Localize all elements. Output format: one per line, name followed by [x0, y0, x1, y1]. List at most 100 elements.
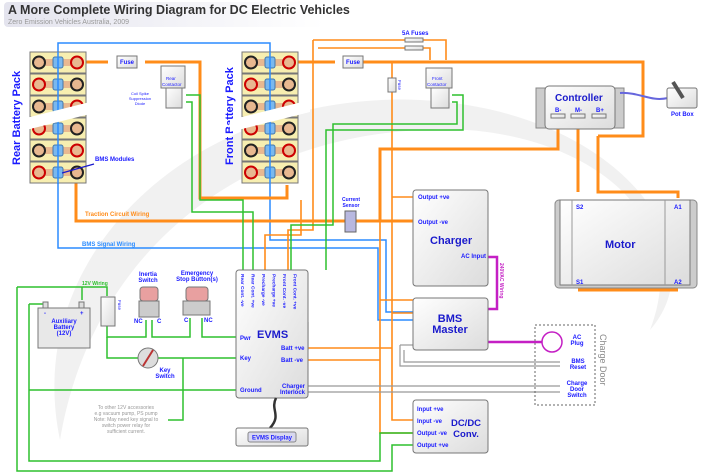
ac-wiring-charger [487, 255, 499, 311]
pack-break [230, 100, 310, 132]
svg-text:C: C [184, 318, 189, 324]
svg-text:Rear: Rear [166, 76, 176, 81]
bms-modules-pointer [61, 163, 95, 174]
page-title: A More Complete Wiring Diagram for DC El… [8, 3, 350, 17]
12v-wiring-label: 12V Wiring [82, 281, 108, 287]
evms-pin-label: Rear Cont. +ve [250, 274, 256, 308]
svg-text:Charge Door: Charge Door [598, 334, 608, 386]
svg-text:Motor: Motor [605, 239, 636, 251]
svg-text:A1: A1 [674, 205, 682, 211]
svg-text:Charger: Charger [430, 235, 473, 247]
svg-text:AC Input: AC Input [461, 254, 486, 260]
svg-text:Fuse: Fuse [117, 300, 122, 311]
bms-modules-label: BMS Modules [95, 157, 135, 163]
svg-text:Output -ve: Output -ve [417, 431, 448, 437]
svg-text:NC: NC [204, 318, 213, 324]
svg-text:A2: A2 [674, 280, 682, 286]
svg-text:Controller: Controller [555, 93, 603, 104]
evms-pin-label: Front Cont. -ve [281, 274, 287, 308]
5a-fuses-label: 5A Fuses [402, 31, 429, 37]
svg-text:Fuse: Fuse [346, 60, 361, 66]
front-fuse: Fuse [342, 55, 364, 69]
12v-fuse: Fuse [100, 296, 122, 327]
rear-fuse: Fuse [116, 55, 138, 69]
evms-pin-label: Precharge +ve [271, 274, 277, 307]
svg-text:Input -ve: Input -ve [417, 419, 443, 425]
front-battery-pack [230, 51, 310, 184]
motor: Motor S2 A1 S1 A2 [554, 199, 698, 289]
traction-wiring-label: Traction Circuit Wiring [85, 212, 150, 218]
pot-box: Pot Box [666, 80, 698, 118]
svg-text:B-: B- [555, 108, 561, 114]
svg-text:Fuse: Fuse [397, 80, 402, 91]
bms-signal-label: BMS Signal Wiring [82, 242, 136, 248]
12v-wiring [16, 94, 464, 472]
svg-text:S1: S1 [576, 280, 584, 286]
evms: Rear Cont. -ve Rear Cont. +ve Precharge -v… [235, 269, 309, 399]
pack-break [18, 100, 98, 132]
traction-wiring [74, 60, 680, 292]
rear-battery-pack [18, 51, 98, 184]
svg-text:Output +ve: Output +ve [417, 443, 449, 449]
svg-text:Fuse: Fuse [120, 60, 135, 66]
svg-text:EVMS Display: EVMS Display [252, 436, 293, 442]
svg-text:Conv.: Conv. [453, 429, 479, 440]
svg-text:Output -ve: Output -ve [418, 220, 449, 226]
ac-wiring-label: 240VAC Wiring [498, 263, 504, 298]
charger: Output +ve Output -ve Charger AC Input [412, 189, 489, 287]
5a-fuse-1 [404, 37, 424, 43]
evms-pin-label: Front Cont. +ve [292, 274, 298, 310]
front-contactor: Front Contactor [425, 67, 453, 109]
svg-text:Contactor: Contactor [162, 82, 182, 87]
svg-text:M-: M- [575, 108, 582, 114]
svg-text:Master: Master [432, 324, 468, 336]
5a-fuse-2 [404, 45, 424, 51]
svg-text:Batt +ve: Batt +ve [281, 346, 305, 352]
rear-contactor: Rear Contactor [160, 65, 186, 109]
svg-text:Input +ve: Input +ve [417, 407, 444, 413]
svg-text:C: C [157, 319, 162, 325]
controller: Controller B- M- B+ [535, 85, 625, 130]
pot-box-cable [619, 91, 669, 100]
svg-text:NC: NC [134, 319, 143, 325]
evms-pin-label: Rear Cont. -ve [239, 274, 245, 307]
interlock-wiring [307, 322, 560, 393]
page-subtitle: Zero Emission Vehicles Australia, 2009 [8, 19, 129, 26]
svg-text:Batt -ve: Batt -ve [281, 358, 304, 364]
evms-pin-label: Precharge -ve [260, 274, 266, 306]
svg-text:Front: Front [432, 76, 443, 81]
evms-display[interactable]: EVMS Display [235, 427, 309, 447]
svg-text:BMS: BMS [438, 313, 462, 325]
svg-text:DC/DC: DC/DC [451, 418, 481, 429]
svg-text:B+: B+ [596, 108, 604, 114]
evms-display-cable [269, 397, 278, 429]
header-band [4, 2, 324, 27]
svg-text:Output +ve: Output +ve [418, 195, 450, 201]
bms-master: BMS Master [412, 297, 489, 351]
rear-pack-label: Rear Battery Pack [11, 70, 23, 165]
svg-text:EVMS: EVMS [257, 329, 288, 341]
front-pack-label: Front Battery Pack [224, 66, 236, 165]
dc-fuse: Fuse [387, 77, 402, 93]
background-swoosh [54, 99, 673, 440]
ac-plug-icon [541, 331, 563, 353]
svg-text:Ground: Ground [240, 388, 262, 394]
svg-text:Key: Key [240, 356, 252, 362]
svg-text:S2: S2 [576, 205, 584, 211]
